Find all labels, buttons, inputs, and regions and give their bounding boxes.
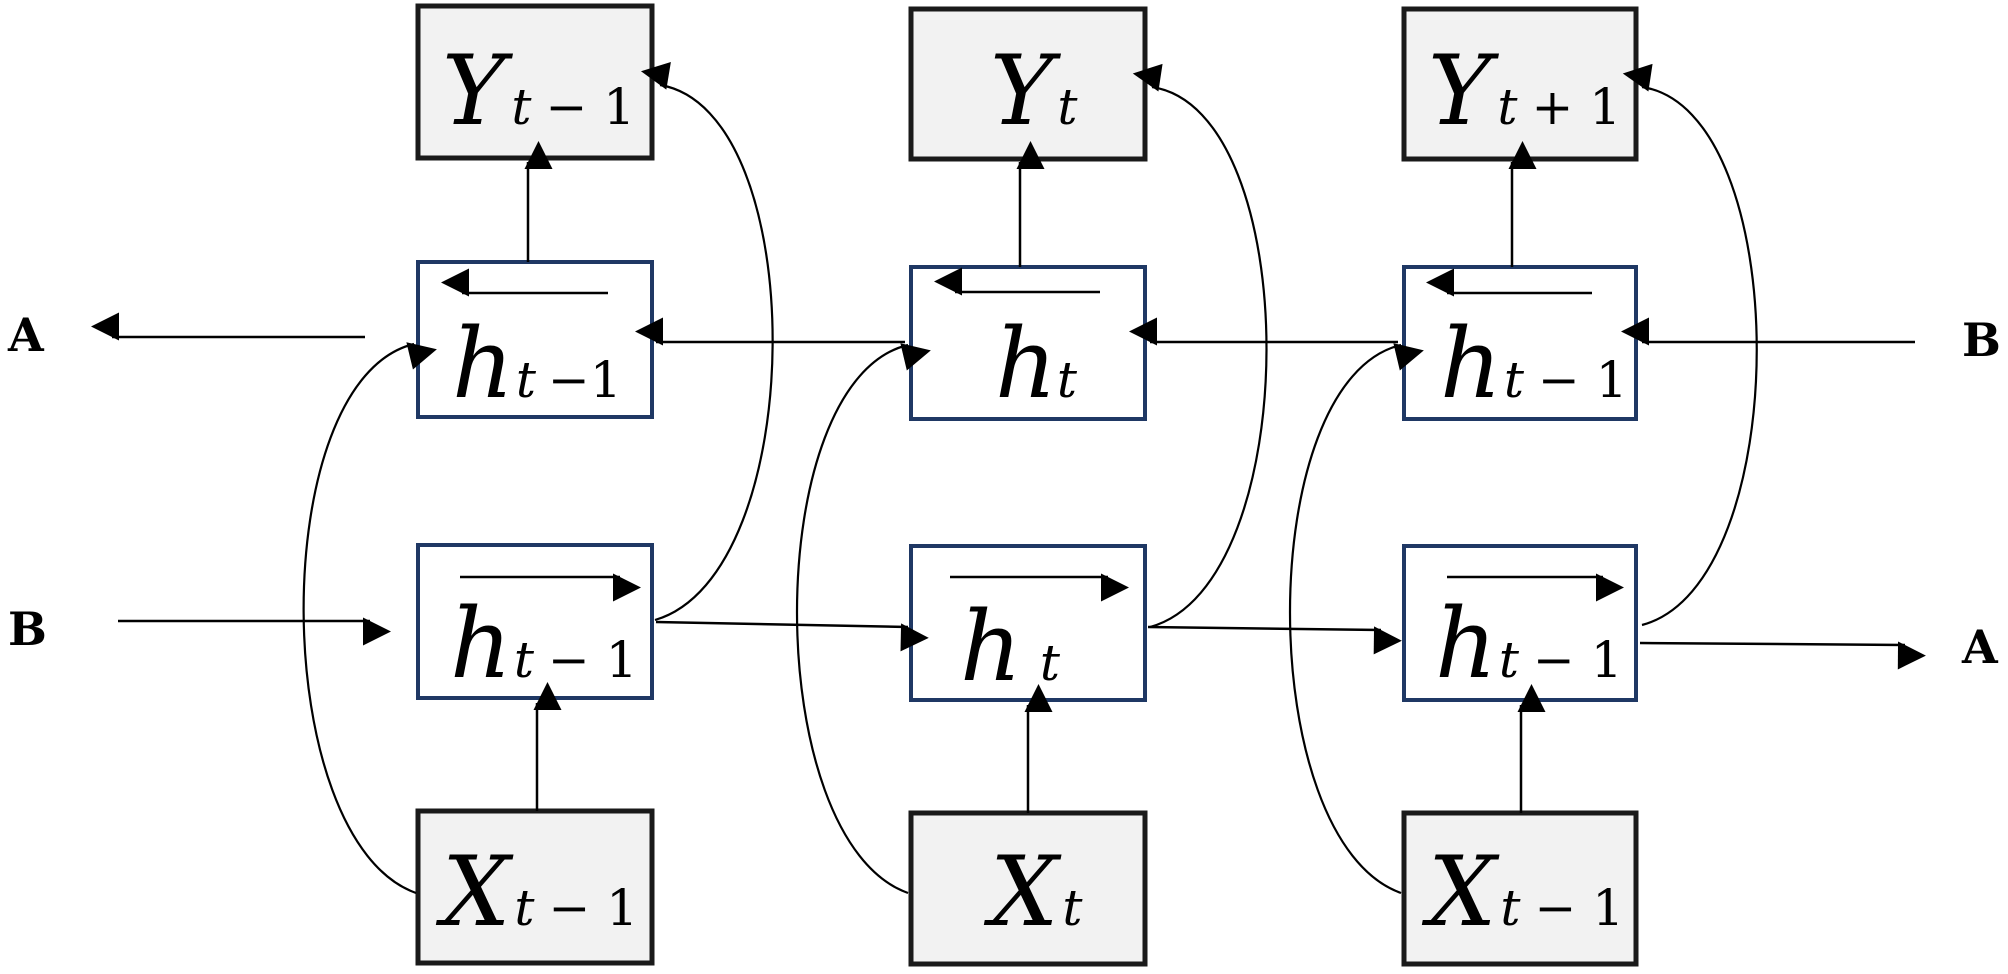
input-to-backward-curve-1 bbox=[302, 342, 437, 895]
backward-cell-label-3: ht− 1 bbox=[1440, 308, 1628, 420]
forward-to-output-curve-3 bbox=[1622, 63, 1758, 627]
forward-arrow-1-to-2 bbox=[655, 620, 929, 652]
forward-cell-box-1 bbox=[416, 543, 654, 700]
endpoint-label-forward-right: A bbox=[1961, 620, 1999, 674]
endpoint-label-forward-left: B bbox=[8, 602, 47, 656]
input-label-2: Xt bbox=[983, 836, 1083, 948]
forward-cell-box-3 bbox=[1402, 544, 1638, 702]
endpoint-label-backward-left: A bbox=[7, 308, 45, 362]
endpoint-label-backward-right: B bbox=[1962, 313, 2001, 367]
forward-cell-label-3: ht− 1 bbox=[1435, 588, 1623, 700]
input-box-1 bbox=[415, 808, 655, 966]
forward-to-output-curve-2 bbox=[1132, 63, 1268, 629]
output-label-2: Yt bbox=[990, 35, 1078, 147]
backward-cell-label-1: ht−1 bbox=[452, 308, 622, 420]
input-label-1: Xt− 1 bbox=[435, 836, 638, 948]
output-box-1 bbox=[415, 3, 655, 161]
input-to-backward-curve-3 bbox=[1288, 343, 1424, 895]
forward-cell-box-2 bbox=[909, 544, 1147, 702]
input-to-backward-curve-2 bbox=[795, 343, 931, 895]
input-box-3 bbox=[1401, 810, 1639, 967]
forward-cell-label-1: ht− 1 bbox=[450, 588, 638, 700]
input-label-3: Xt− 1 bbox=[1421, 836, 1624, 948]
input-box-2 bbox=[908, 810, 1148, 967]
forward-out-arrow-right bbox=[1639, 641, 1926, 670]
forward-arrow-2-to-3 bbox=[1147, 625, 1402, 655]
backward-cell-label-2: ht bbox=[995, 308, 1078, 420]
output-box-3 bbox=[1401, 6, 1639, 162]
forward-to-output-curve-1 bbox=[641, 61, 774, 622]
